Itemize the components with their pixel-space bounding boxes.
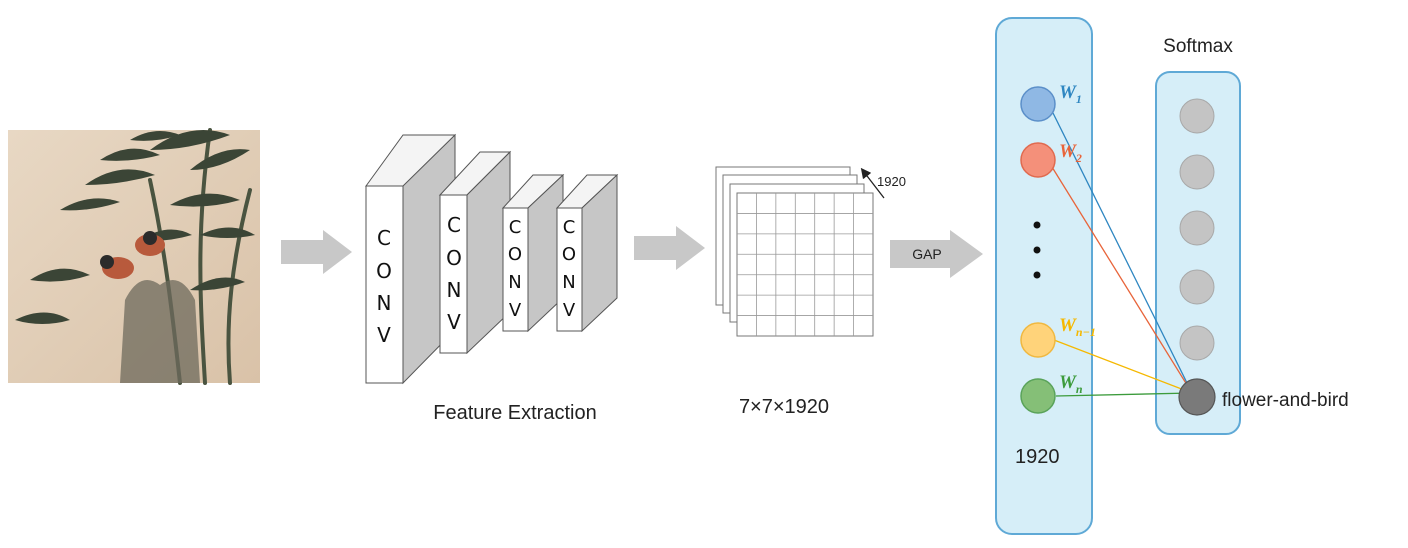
connection-wn <box>1055 392 1193 397</box>
conv-4-letter-2: O <box>562 244 576 265</box>
conv-1-letter-4: V <box>377 323 391 347</box>
flow-arrow-2 <box>634 226 705 270</box>
softmax-node-1 <box>1179 98 1215 134</box>
channel-arrow <box>860 167 885 199</box>
connection-wn-1 <box>1053 339 1193 394</box>
flow-arrow-1 <box>281 230 352 274</box>
softmax-node-2 <box>1179 154 1215 190</box>
conv-block-4 <box>555 173 619 333</box>
weight-label-w2: W2 <box>1059 141 1082 165</box>
conv-block-2 <box>438 150 512 355</box>
weight-label-wn-1: Wn−1 <box>1059 315 1096 339</box>
conv-3-letter-1: C <box>509 217 522 238</box>
conv-2-letter-3: N <box>447 278 462 302</box>
ellipsis-dots <box>1033 221 1041 279</box>
softmax-node-output <box>1178 378 1216 416</box>
softmax-label: Softmax <box>1163 36 1233 57</box>
conv-3-letter-2: O <box>508 244 522 265</box>
gap-node-w1 <box>1020 86 1056 122</box>
feature-extraction-label: Feature Extraction <box>433 402 596 424</box>
gap-label: GAP <box>912 246 942 262</box>
conv-2-letter-4: V <box>447 310 461 334</box>
softmax-node-3 <box>1179 210 1215 246</box>
conv-2-letter-1: C <box>447 213 461 237</box>
conv-2-letter-2: O <box>446 246 462 270</box>
softmax-node-5 <box>1179 325 1215 361</box>
softmax-panel <box>1155 71 1241 435</box>
units-label: 1920 <box>1015 446 1060 468</box>
conv-3-letter-4: V <box>509 300 522 321</box>
gap-node-wn <box>1020 378 1056 414</box>
feature-map-grid <box>736 192 874 337</box>
gap-vector-panel <box>995 17 1093 535</box>
gap-node-wn-1 <box>1020 322 1056 358</box>
conv-1-letter-3: N <box>377 291 392 315</box>
conv-1-letter-1: C <box>377 226 391 250</box>
input-painting-image <box>8 128 260 385</box>
weight-label-wn: Wn <box>1059 372 1083 396</box>
connection-w2 <box>1051 166 1193 394</box>
feature-map-size-label: 7×7×1920 <box>739 396 829 418</box>
conv-4-letter-4: V <box>563 300 576 321</box>
conv-4-letter-3: N <box>562 272 575 293</box>
weight-label-w1: W1 <box>1059 82 1082 106</box>
class-output-label: flower-and-bird <box>1222 390 1349 411</box>
conv-3-letter-3: N <box>508 272 521 293</box>
gap-arrow <box>890 230 983 278</box>
conv-1-letter-2: O <box>376 259 392 283</box>
channel-count-label: 1920 <box>877 174 906 189</box>
connection-w1 <box>1051 110 1193 394</box>
conv-block-3 <box>501 173 565 333</box>
gap-node-w2 <box>1020 142 1056 178</box>
softmax-node-4 <box>1179 269 1215 305</box>
conv-4-letter-1: C <box>563 217 576 238</box>
